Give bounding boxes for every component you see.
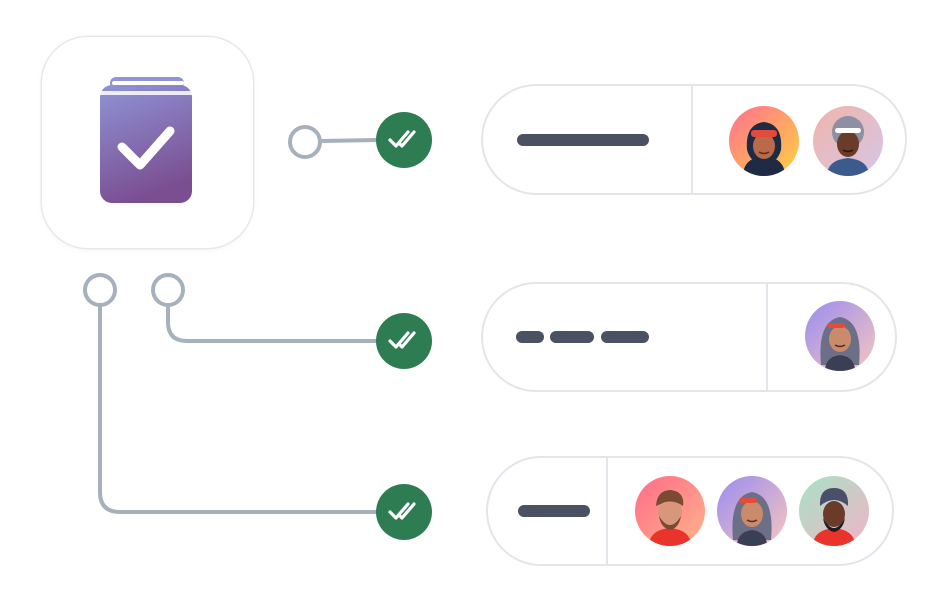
- text-placeholder-bar: [516, 331, 544, 343]
- check-badge-2: [376, 313, 432, 369]
- task-row-3[interactable]: [488, 458, 892, 564]
- connector-node-1: [288, 125, 322, 159]
- avatar-bearded-man: [635, 476, 705, 546]
- double-check-icon: [388, 331, 416, 349]
- row-divider: [691, 86, 693, 193]
- book-check-icon: [100, 77, 192, 203]
- avatar-long-hair-woman: [805, 301, 875, 371]
- avatar-long-hair-woman: [717, 476, 787, 546]
- connector-line-3: [98, 304, 380, 514]
- check-badge-1: [376, 112, 432, 168]
- avatar-hijab-woman: [729, 106, 799, 176]
- task-row-1[interactable]: [483, 86, 905, 193]
- connector-line-2: [166, 304, 380, 343]
- connector-node-3: [83, 273, 117, 307]
- double-check-icon: [388, 130, 416, 148]
- text-placeholder-bar: [601, 331, 649, 343]
- avatar-turban-man: [799, 476, 869, 546]
- task-row-2[interactable]: [483, 284, 895, 390]
- app-tile[interactable]: [42, 37, 253, 248]
- connector-node-2: [151, 273, 185, 307]
- double-check-icon: [388, 502, 416, 520]
- text-placeholder-bar: [517, 134, 649, 146]
- text-placeholder-bar: [518, 505, 590, 517]
- row-divider: [606, 458, 608, 564]
- text-placeholder-bar: [550, 331, 594, 343]
- connector-line-1: [319, 138, 380, 143]
- avatar-curly-woman: [813, 106, 883, 176]
- row-divider: [766, 284, 768, 390]
- check-badge-3: [376, 484, 432, 540]
